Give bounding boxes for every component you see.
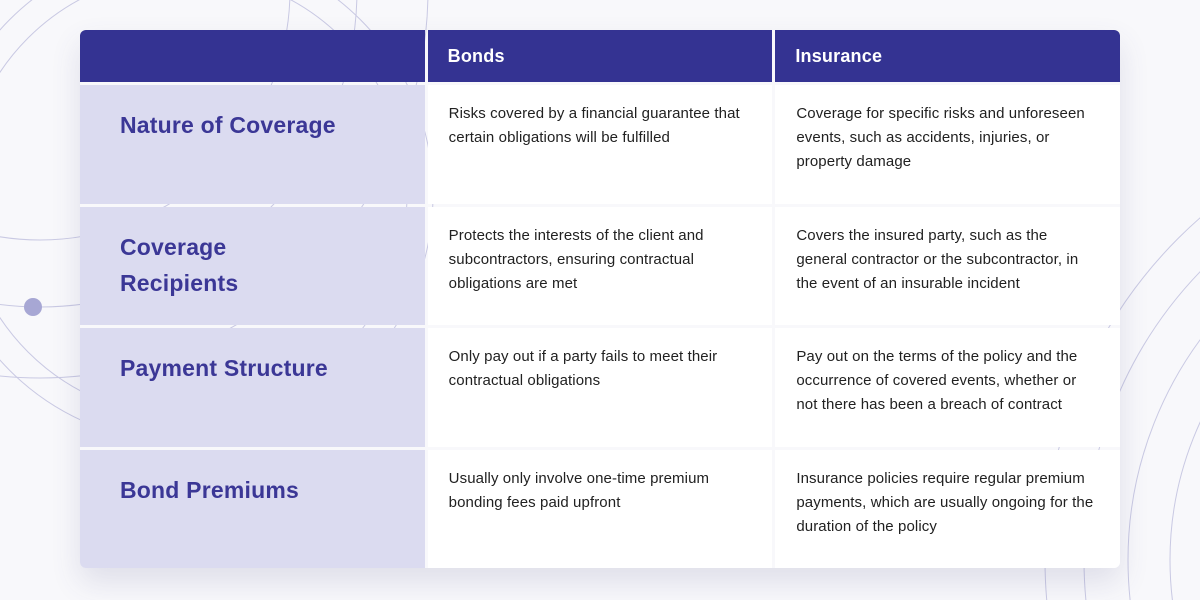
header-bonds: Bonds	[427, 30, 773, 82]
header-insurance: Insurance	[775, 30, 1120, 82]
bonds-nature-of-coverage-cell: Risks covered by a financial guarantee t…	[427, 85, 773, 204]
bonds-vs-insurance-table: Bonds Insurance Nature of Coverage Risks…	[80, 30, 1120, 568]
bonds-coverage-recipients-cell: Protects the interests of the client and…	[427, 206, 773, 325]
insurance-nature-of-coverage-cell: Coverage for specific risks and unforese…	[775, 85, 1120, 204]
insurance-payment-structure-cell: Pay out on the terms of the policy and t…	[775, 328, 1120, 447]
insurance-bond-premiums-cell: Insurance policies require regular premi…	[775, 449, 1120, 568]
row-label-coverage-recipients: Coverage Recipients	[80, 206, 425, 325]
bonds-bond-premiums-cell: Usually only involve one-time premium bo…	[427, 449, 773, 568]
bonds-payment-structure-cell: Only pay out if a party fails to meet th…	[427, 328, 773, 447]
lavender-dot-icon	[24, 298, 42, 316]
left-circles	[0, 0, 429, 379]
row-label-nature-of-coverage: Nature of Coverage	[80, 85, 425, 204]
header-empty-cell	[80, 30, 425, 82]
row-label-bond-premiums: Bond Premiums	[80, 449, 425, 568]
row-label-payment-structure: Payment Structure	[80, 328, 425, 447]
insurance-coverage-recipients-cell: Covers the insured party, such as the ge…	[775, 206, 1120, 325]
